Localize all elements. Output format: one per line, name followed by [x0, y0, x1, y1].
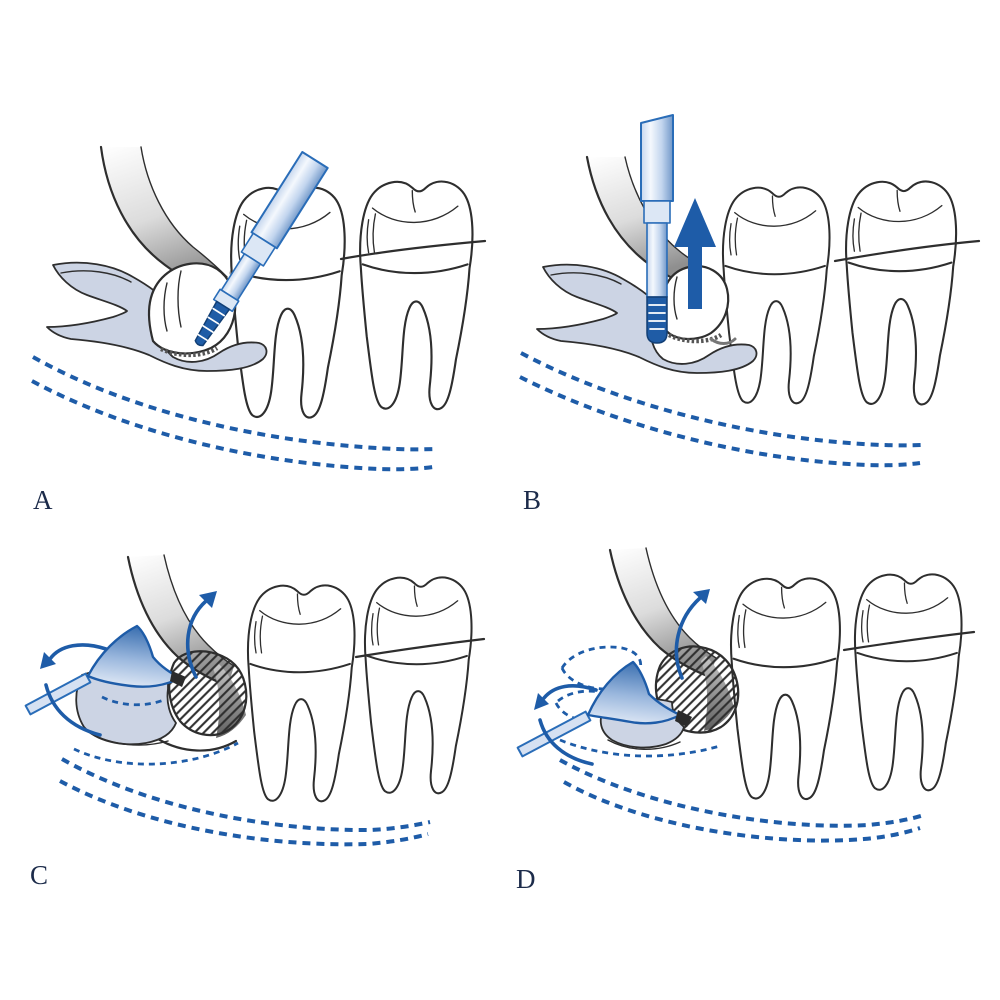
- distal-shade-hook: [709, 337, 737, 345]
- panel-label-d: D: [516, 864, 536, 894]
- bowl-lip-line: [607, 739, 681, 750]
- panel-d-illustration: [516, 547, 976, 843]
- rotation-arc-lower: [44, 683, 102, 737]
- rotation-arrowhead-icon: [40, 652, 56, 669]
- ramus-shaded-band: [610, 548, 716, 677]
- blade-ghost-dashed: [560, 667, 607, 691]
- panel-b-illustration: [519, 114, 981, 468]
- mandible-border-dashed: [61, 757, 431, 833]
- ramus-shaded-band: [101, 147, 227, 295]
- second-molar: [853, 573, 963, 792]
- purchase-point-notch: [170, 671, 186, 687]
- panel-c-illustration: [24, 554, 486, 847]
- mandible-border-dashed: [32, 355, 436, 452]
- panel-label-c: C: [30, 860, 49, 890]
- mandible-border-dashed: [563, 780, 921, 843]
- tissue-ghost-dashed: [559, 738, 721, 758]
- panel-a-illustration: [31, 145, 487, 472]
- elevator-blade: [586, 660, 682, 725]
- crown-detail-line: [163, 282, 168, 332]
- mandible-border-dashed: [519, 375, 921, 468]
- first-molar: [729, 577, 841, 801]
- bur-collar: [212, 288, 240, 313]
- bur-flute: [207, 316, 220, 325]
- fragment-hatch-fill: [169, 651, 247, 736]
- handpiece-sleeve: [640, 114, 674, 202]
- mandible-border-dashed: [520, 351, 923, 448]
- second-molar: [363, 576, 473, 795]
- elevator-shaft: [516, 710, 592, 758]
- rotation-arc-upper: [48, 643, 108, 661]
- crown-detail-line: [673, 276, 678, 320]
- occlusal-plane-line: [833, 239, 981, 263]
- second-molar: [359, 180, 474, 411]
- cervical-cut-shadow: [160, 346, 219, 358]
- crown-detail-line: [177, 270, 182, 328]
- occlusal-plane-line: [842, 630, 976, 652]
- cervical-cut-shadow: [667, 332, 723, 344]
- elevator-instrument: [24, 624, 186, 716]
- first-molar: [721, 186, 831, 405]
- second-molar: [845, 180, 958, 406]
- rotation-arrows: [534, 589, 710, 766]
- first-molar: [246, 584, 356, 803]
- bur-flute: [212, 307, 226, 317]
- rotation-arc-lower: [538, 718, 594, 766]
- elevator-blade: [86, 624, 182, 688]
- elevator-shaft: [24, 672, 92, 716]
- handpiece-sleeve: [250, 151, 329, 250]
- drill-bur: [646, 296, 668, 344]
- lift-arrow-arc: [185, 599, 208, 679]
- occlusal-plane-line: [339, 239, 487, 261]
- rotation-arrows: [40, 591, 217, 737]
- mandible-border-dashed: [559, 758, 925, 828]
- ramus-inner-curve: [140, 146, 228, 278]
- mandible-border-dashed: [59, 779, 429, 847]
- elevator-seat-dashed: [101, 695, 167, 707]
- handpiece-collar: [643, 200, 671, 224]
- panel-label-a: A: [33, 485, 53, 515]
- elevator-instrument: [516, 660, 692, 758]
- rotation-arc-upper: [542, 684, 598, 700]
- dental-drill-handpiece: [194, 151, 329, 347]
- panel-label-b: B: [523, 485, 542, 515]
- fragment-outline: [168, 650, 248, 737]
- lift-arrowhead-icon: [693, 589, 710, 604]
- fragment-hatch-fill: [655, 646, 739, 733]
- upward-arrow-icon: [674, 198, 716, 309]
- mandible-border-dashed: [31, 379, 434, 472]
- blade-ghost-dashed: [560, 645, 643, 670]
- rotation-arrowhead-icon: [534, 693, 549, 710]
- drill-shaft: [646, 222, 668, 298]
- purchase-point-notch: [675, 710, 692, 727]
- bur-flute: [197, 333, 208, 342]
- lift-arrow-arc: [674, 596, 702, 680]
- occlusal-plane-line: [354, 637, 486, 659]
- sectioned-distal-fragment: [168, 650, 248, 737]
- bur-flute: [202, 325, 214, 333]
- handpiece-collar: [240, 232, 276, 267]
- dental-drill-handpiece: [640, 114, 674, 344]
- socket-outline: [156, 737, 238, 752]
- socket-dashed-outline: [73, 741, 239, 766]
- lift-arrowhead-icon: [199, 591, 217, 608]
